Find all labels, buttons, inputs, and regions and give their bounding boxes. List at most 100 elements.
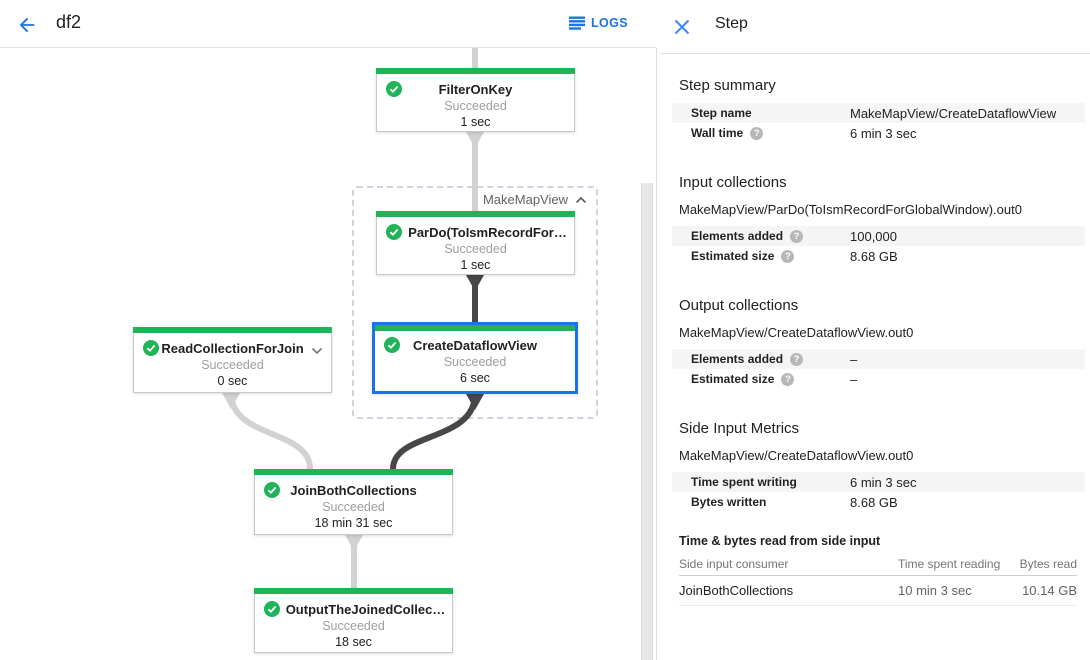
node-status-bar (254, 588, 453, 594)
output-collection-rows: Elements added ? – Estimated size ? – (672, 349, 1085, 389)
panel-divider (656, 48, 657, 660)
chevron-down-icon[interactable] (311, 342, 323, 360)
section-heading-step-summary: Step summary (679, 77, 776, 94)
node-status: Succeeded (444, 99, 507, 113)
node-title: CreateDataflowView (412, 338, 538, 353)
cell-consumer[interactable]: JoinBothCollections (679, 583, 794, 598)
node-status: Succeeded (443, 355, 507, 369)
metric-value: 6 min 3 sec (850, 125, 917, 141)
metric-row: Elements added ? – (672, 349, 1085, 369)
edge-createdataflowview-join (390, 393, 478, 470)
side-input-table: Side input consumer Time spent reading B… (679, 553, 1077, 606)
help-icon[interactable]: ? (781, 372, 795, 386)
metric-label: Wall time (691, 126, 744, 140)
node-readcollectionforjoin[interactable]: ReadCollectionForJoin Succeeded 0 sec (133, 327, 332, 393)
metric-value: 8.68 GB (850, 494, 898, 510)
step-summary-rows: Step name MakeMapView/CreateDataflowView… (672, 103, 1085, 143)
section-heading-input-collections: Input collections (679, 174, 787, 191)
node-title: ReadCollectionForJoin (161, 341, 304, 356)
step-panel-content: Step summary Step name MakeMapView/Creat… (660, 54, 1090, 660)
check-circle-icon (386, 224, 402, 245)
side-input-metric-rows: Time spent writing 6 min 3 sec Bytes wri… (672, 472, 1085, 512)
metric-value: MakeMapView/CreateDataflowView (850, 105, 1057, 121)
node-status-bar (254, 469, 453, 475)
metric-label: Estimated size (691, 372, 775, 386)
graph-vertical-scrollbar[interactable] (641, 183, 653, 660)
node-status-bar (133, 327, 332, 333)
metric-label: Step name (691, 106, 752, 120)
output-collection-name: MakeMapView/CreateDataflowView.out0 (679, 325, 914, 340)
check-circle-icon (264, 482, 280, 503)
node-status: Succeeded (201, 358, 264, 372)
section-heading-side-input-metrics: Side Input Metrics (679, 420, 800, 437)
metric-label: Time spent writing (691, 475, 797, 489)
node-status-bar (376, 211, 575, 217)
pipeline-graph-canvas[interactable]: MakeMapView FilterOnKey Succeeded 1 sec … (0, 48, 656, 660)
close-icon[interactable] (673, 18, 691, 36)
node-joinbothcollections[interactable]: JoinBothCollections Succeeded 18 min 31 … (254, 469, 453, 535)
metric-label: Bytes written (691, 495, 767, 509)
metric-row: Elements added ? 100,000 (672, 226, 1085, 246)
metric-label: Estimated size (691, 249, 775, 263)
table-header-row: Side input consumer Time spent reading B… (679, 553, 1077, 576)
metric-value: – (850, 371, 858, 387)
metric-row: Bytes written 8.68 GB (672, 492, 1085, 512)
graph-edges (222, 48, 484, 588)
metric-row: Wall time ? 6 min 3 sec (672, 123, 1085, 143)
node-filteronkey[interactable]: FilterOnKey Succeeded 1 sec (376, 68, 575, 132)
side-input-table-heading: Time & bytes read from side input (679, 534, 881, 548)
metric-value: 8.68 GB (850, 248, 898, 264)
node-title: JoinBothCollections (290, 483, 417, 498)
node-status: Succeeded (322, 619, 385, 633)
node-duration: 1 sec (460, 115, 491, 129)
table-row: JoinBothCollections 10 min 3 sec 10.14 G… (679, 576, 1077, 606)
logs-list-icon (568, 16, 585, 30)
side-input-collection-name: MakeMapView/CreateDataflowView.out0 (679, 448, 914, 463)
cell-time-reading: 10 min 3 sec (898, 583, 972, 598)
panel-title: Step (715, 15, 748, 32)
help-icon[interactable]: ? (750, 126, 764, 140)
edge-taper (466, 132, 484, 148)
edge-taper (466, 394, 484, 410)
node-duration: 18 min 31 sec (314, 516, 393, 530)
node-status-bar (376, 68, 575, 74)
chevron-up-icon (575, 196, 587, 203)
step-panel-header: Step (660, 0, 1090, 54)
metric-row: Step name MakeMapView/CreateDataflowView (672, 103, 1085, 123)
node-outputthejoinedcollection[interactable]: OutputTheJoinedCollec… Succeeded 18 sec (254, 588, 453, 653)
logs-label: LOGS (590, 16, 628, 30)
group-label: MakeMapView (482, 192, 568, 207)
check-circle-icon (264, 601, 280, 622)
help-icon[interactable]: ? (790, 352, 804, 366)
metric-value: – (850, 351, 858, 367)
help-icon[interactable]: ? (781, 249, 795, 263)
node-title: OutputTheJoinedCollec… (285, 602, 446, 617)
metric-row: Estimated size ? – (672, 369, 1085, 389)
check-circle-icon (384, 337, 400, 358)
node-title: FilterOnKey (438, 82, 513, 97)
group-collapse-toggle[interactable]: MakeMapView (483, 192, 587, 207)
node-duration: 6 sec (460, 371, 490, 385)
edge-taper (345, 535, 363, 551)
metric-value: 100,000 (850, 228, 897, 244)
cell-bytes-read: 10.14 GB (1022, 583, 1077, 598)
input-collection-rows: Elements added ? 100,000 Estimated size … (672, 226, 1085, 266)
logs-button[interactable]: LOGS (568, 16, 628, 30)
col-bytes-read: Bytes read (1019, 557, 1077, 571)
back-arrow-icon[interactable] (16, 14, 38, 36)
check-circle-icon (386, 81, 402, 102)
node-pardo-toismrecord[interactable]: ParDo(ToIsmRecordFor… Succeeded 1 sec (376, 211, 575, 275)
node-status: Succeeded (322, 500, 385, 514)
job-title: df2 (56, 12, 82, 32)
metric-label: Elements added (691, 352, 784, 366)
node-createdataflowview[interactable]: CreateDataflowView Succeeded 6 sec (372, 322, 578, 394)
node-title: ParDo(ToIsmRecordFor… (408, 225, 567, 240)
section-heading-output-collections: Output collections (679, 297, 799, 314)
help-icon[interactable]: ? (790, 229, 804, 243)
check-circle-icon (143, 340, 159, 361)
edge-taper (222, 393, 240, 409)
col-time-spent-reading: Time spent reading (898, 557, 1001, 571)
node-duration: 18 sec (335, 635, 372, 649)
metric-row: Time spent writing 6 min 3 sec (672, 472, 1085, 492)
col-side-input-consumer: Side input consumer (679, 557, 789, 571)
